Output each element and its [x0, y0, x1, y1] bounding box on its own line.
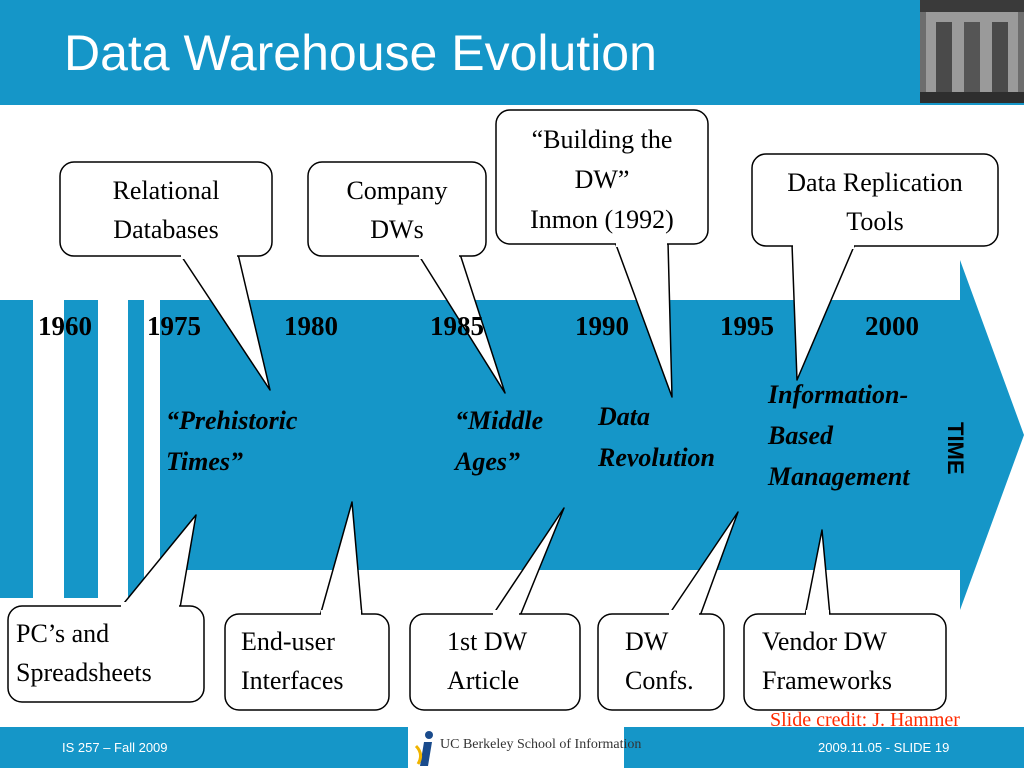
- era-line: Ages”: [455, 447, 520, 476]
- era-line: Times”: [166, 447, 244, 476]
- era-line: Data: [598, 402, 650, 431]
- era-line: Revolution: [598, 443, 716, 472]
- year-2000: 2000: [865, 311, 919, 341]
- callout-company-dws: [307, 161, 506, 394]
- callout-line: Interfaces: [241, 666, 344, 695]
- callout-line: Article: [447, 666, 520, 695]
- callout-end-user-interfaces: [224, 501, 390, 711]
- school-logo-text: UC Berkeley School of Information: [440, 737, 642, 752]
- year-1990: 1990: [575, 311, 629, 341]
- callout-1st-dw-article: [409, 507, 581, 711]
- era-line: “Prehistoric: [166, 406, 298, 435]
- callout-dw-confs: [597, 511, 739, 711]
- callout-text-company-dws: Company DWs: [308, 171, 486, 249]
- callout-text-data-replication-tools: Data Replication Tools: [752, 163, 998, 241]
- era-information-based-management: Information- Based Management: [768, 374, 910, 497]
- i-logo-icon: [414, 731, 433, 766]
- callout-line: 1st DW: [447, 627, 528, 656]
- callout-text-vendor-dw-frameworks: Vendor DW Frameworks: [762, 622, 892, 700]
- callout-line: PC’s and: [16, 619, 110, 648]
- year-1985: 1985: [430, 311, 484, 341]
- callout-line: Tools: [846, 207, 904, 236]
- building-photo: [920, 0, 1024, 103]
- era-prehistoric-times: “Prehistoric Times”: [166, 400, 297, 482]
- stripe-1: [0, 300, 33, 598]
- title-rule: [0, 103, 1024, 105]
- callout-line: Inmon (1992): [530, 205, 674, 234]
- slide-credit: Slide credit: J. Hammer: [770, 709, 960, 731]
- callout-relational-databases: [59, 161, 273, 391]
- course-label: IS 257 – Fall 2009: [62, 740, 168, 755]
- era-line: “Middle: [455, 406, 544, 435]
- school-logo: UC Berkeley School of Information: [408, 727, 641, 768]
- stripe-2: [64, 300, 98, 598]
- callout-line: Vendor DW: [762, 627, 887, 656]
- year-1995: 1995: [720, 311, 774, 341]
- era-line: Management: [768, 462, 910, 491]
- slide-number: 2009.11.05 - SLIDE 19: [818, 740, 950, 755]
- callout-line: Confs.: [625, 666, 694, 695]
- callout-text-dw-confs: DW Confs.: [625, 622, 694, 700]
- callout-line: DWs: [370, 215, 424, 244]
- era-data-revolution: Data Revolution: [598, 396, 715, 478]
- callout-data-replication-tools: [751, 153, 999, 381]
- era-middle-ages: “Middle Ages”: [455, 400, 543, 482]
- era-line: Information-: [768, 380, 909, 409]
- callout-vendor-dw-frameworks: [743, 529, 947, 711]
- callout-line: DW: [625, 627, 669, 656]
- time-axis-label: TIME: [943, 422, 968, 475]
- callout-text-pcs-and-spreadsheets: PC’s and Spreadsheets: [16, 614, 152, 692]
- year-1960: 1960: [38, 311, 92, 341]
- callout-text-end-user-interfaces: End-user Interfaces: [241, 622, 343, 700]
- year-1980: 1980: [284, 311, 338, 341]
- callout-line: Frameworks: [762, 666, 892, 695]
- stripe-3: [128, 300, 144, 598]
- callout-building-the-dw: [495, 109, 709, 398]
- callout-line: “Building the: [531, 125, 673, 154]
- slide-title: Data Warehouse Evolution: [64, 25, 657, 81]
- era-line: Based: [768, 421, 833, 450]
- callout-line: Data Replication: [787, 168, 963, 197]
- callout-text-1st-dw-article: 1st DW Article: [447, 622, 527, 700]
- callout-line: Company: [346, 176, 448, 205]
- callout-line: Relational: [112, 176, 220, 205]
- callout-line: Databases: [113, 215, 219, 244]
- callout-line: DW”: [574, 165, 630, 194]
- title-bar: [0, 0, 920, 103]
- callout-pcs-and-spreadsheets: [7, 514, 205, 703]
- year-1975: 1975: [147, 311, 201, 341]
- callout-text-building-the-dw: “Building the DW” Inmon (1992): [496, 120, 708, 240]
- callout-text-relational-databases: Relational Databases: [60, 171, 272, 249]
- callout-line: Spreadsheets: [16, 658, 152, 687]
- callout-line: End-user: [241, 627, 335, 656]
